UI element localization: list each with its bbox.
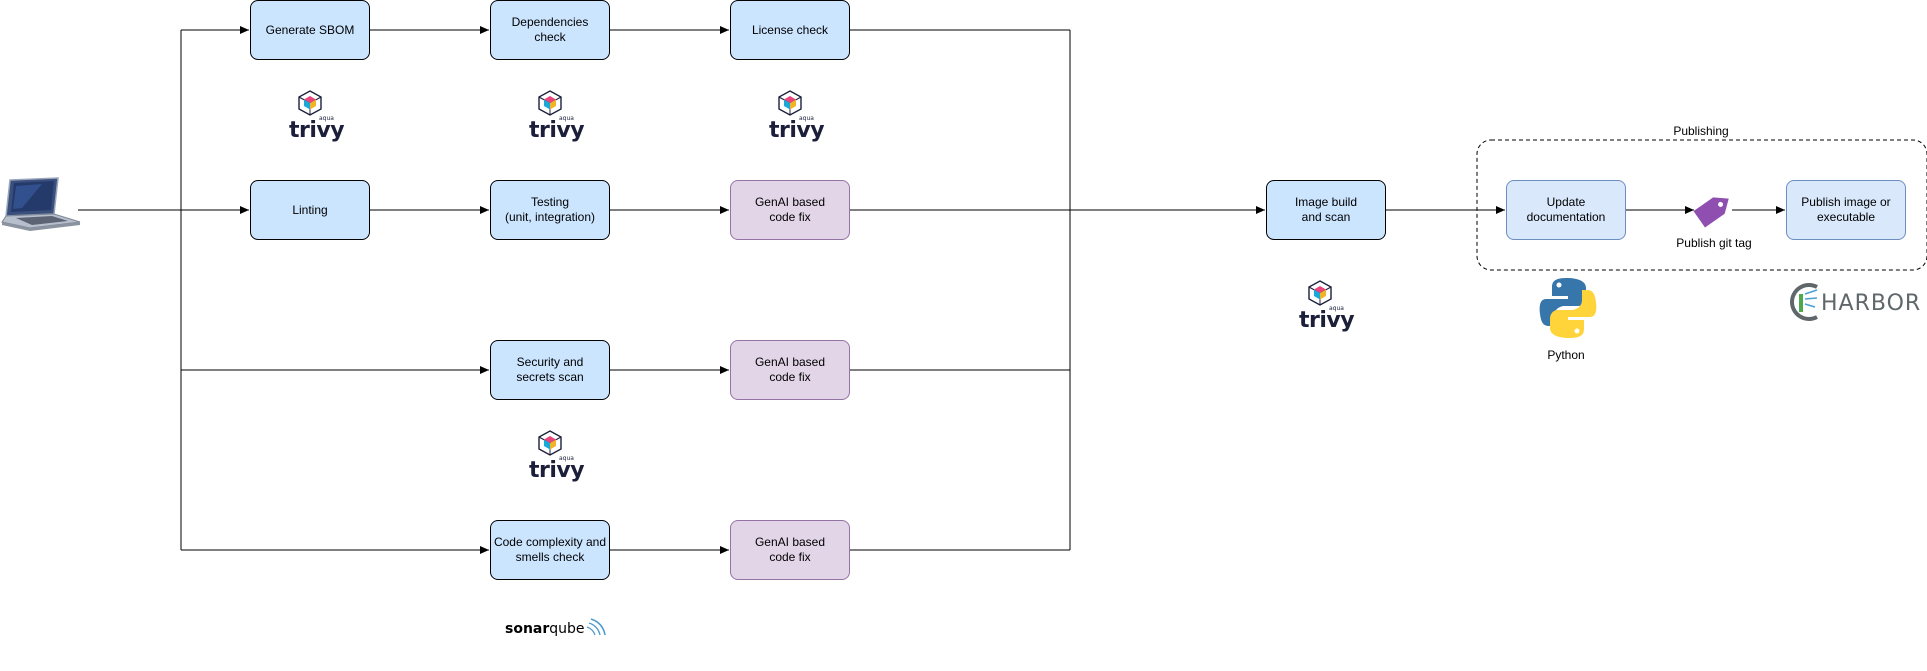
svg-text:trivy: trivy — [529, 118, 584, 143]
publish-image-step: Publish image or executable — [1786, 180, 1906, 240]
svg-text:trivy: trivy — [1299, 308, 1354, 333]
python-logo-icon — [1539, 278, 1597, 338]
svg-text:aqua: aqua — [559, 455, 574, 462]
svg-text:aqua: aqua — [799, 115, 814, 122]
trivy-logo-icon: aqua trivy — [529, 430, 585, 483]
sonarqube-logo-icon: sonarqube — [505, 618, 606, 637]
publishing-group-frame — [1476, 139, 1927, 271]
svg-text:HARBOR: HARBOR — [1821, 291, 1921, 316]
license-check-step: License check — [730, 0, 850, 60]
publishing-group-label: Publishing — [1673, 124, 1729, 138]
svg-text:aqua: aqua — [1329, 305, 1344, 312]
trivy-logo-icon: aqua trivy — [769, 90, 825, 143]
svg-text:sonarqube: sonarqube — [505, 621, 585, 637]
security-secrets-scan-step: Security and secrets scan — [490, 340, 610, 400]
svg-text:trivy: trivy — [289, 118, 344, 143]
harbor-logo-icon: HARBOR — [1790, 283, 1921, 321]
code-complexity-step: Code complexity and smells check — [490, 520, 610, 580]
trivy-logo-icon: aqua trivy — [289, 90, 345, 143]
laptop-icon — [1, 177, 81, 231]
svg-text:aqua: aqua — [559, 115, 574, 122]
genai-code-fix-step-2: GenAI based code fix — [730, 340, 850, 400]
tag-icon — [1693, 197, 1729, 228]
genai-code-fix-step-3: GenAI based code fix — [730, 520, 850, 580]
genai-code-fix-step-1: GenAI based code fix — [730, 180, 850, 240]
update-documentation-step: Update documentation — [1506, 180, 1626, 240]
trivy-logo-icon: aqua trivy — [529, 90, 585, 143]
svg-text:aqua: aqua — [319, 115, 334, 122]
testing-step: Testing (unit, integration) — [490, 180, 610, 240]
svg-text:trivy: trivy — [769, 118, 824, 143]
publish-git-tag-label: Publish git tag — [1676, 236, 1752, 250]
linting-step: Linting — [250, 180, 370, 240]
svg-text:trivy: trivy — [529, 458, 584, 483]
dependencies-check-step: Dependencies check — [490, 0, 610, 60]
image-build-scan-step: Image build and scan — [1266, 180, 1386, 240]
connectors — [78, 26, 1785, 554]
trivy-logo-icon: aqua trivy — [1299, 280, 1355, 333]
generate-sbom-step: Generate SBOM — [250, 0, 370, 60]
python-label: Python — [1547, 348, 1585, 362]
